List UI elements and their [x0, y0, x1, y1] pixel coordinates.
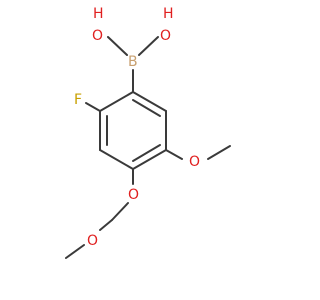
atom-boron: B: [128, 54, 138, 70]
atom-o-methoxy: O: [189, 154, 200, 170]
ring-bond-4: [132, 149, 167, 170]
atom-o-mom-ring: O: [128, 187, 139, 203]
bond-c-f: [85, 102, 101, 112]
bond-ch2-o: [99, 219, 113, 231]
atom-o-mom-chain: O: [87, 233, 98, 249]
bond-o-methyl-terminal: [65, 244, 85, 259]
atom-h-right: H: [163, 6, 174, 22]
ring-bond-3: [99, 149, 134, 170]
ring-bond-6: [132, 91, 167, 112]
bond-o-ch2: [111, 202, 129, 221]
atom-fluorine: F: [74, 92, 82, 108]
atom-o-left: O: [92, 28, 103, 44]
bond-b-o-left: [107, 36, 128, 56]
structure-diagram: H O O H B F O O O: [65, 6, 231, 259]
bonds: [65, 36, 231, 259]
ring-bond-1: [99, 91, 134, 112]
atom-h-left: H: [93, 6, 104, 22]
ring-bond-6-inner: [132, 99, 161, 117]
bond-b-o-right: [138, 36, 159, 56]
atom-labels: H O O H B F O O O: [74, 6, 200, 249]
bond-o-methyl: [207, 145, 231, 160]
bond-c-o-methoxy: [165, 149, 183, 160]
ring-bond-4-inner: [132, 144, 161, 162]
atom-o-right: O: [160, 28, 171, 44]
